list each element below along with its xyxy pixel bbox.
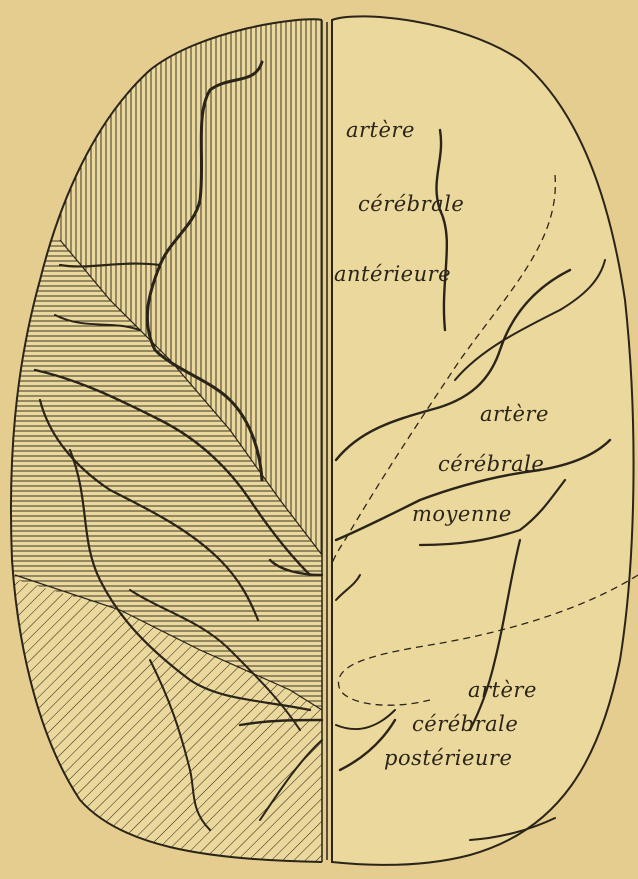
label-anterior-2: cérébrale — [358, 192, 464, 216]
left-hemisphere — [0, 0, 322, 879]
label-anterior-3: antérieure — [334, 262, 451, 286]
label-middle-2: cérébrale — [438, 452, 544, 476]
label-anterior-1: artère — [346, 118, 415, 142]
label-posterior-2: cérébrale — [412, 712, 518, 736]
label-middle-3: moyenne — [412, 502, 512, 526]
label-posterior-1: artère — [468, 678, 537, 702]
label-middle-1: artère — [480, 402, 549, 426]
label-posterior-3: postérieure — [384, 746, 512, 770]
right-hemisphere — [332, 16, 634, 865]
